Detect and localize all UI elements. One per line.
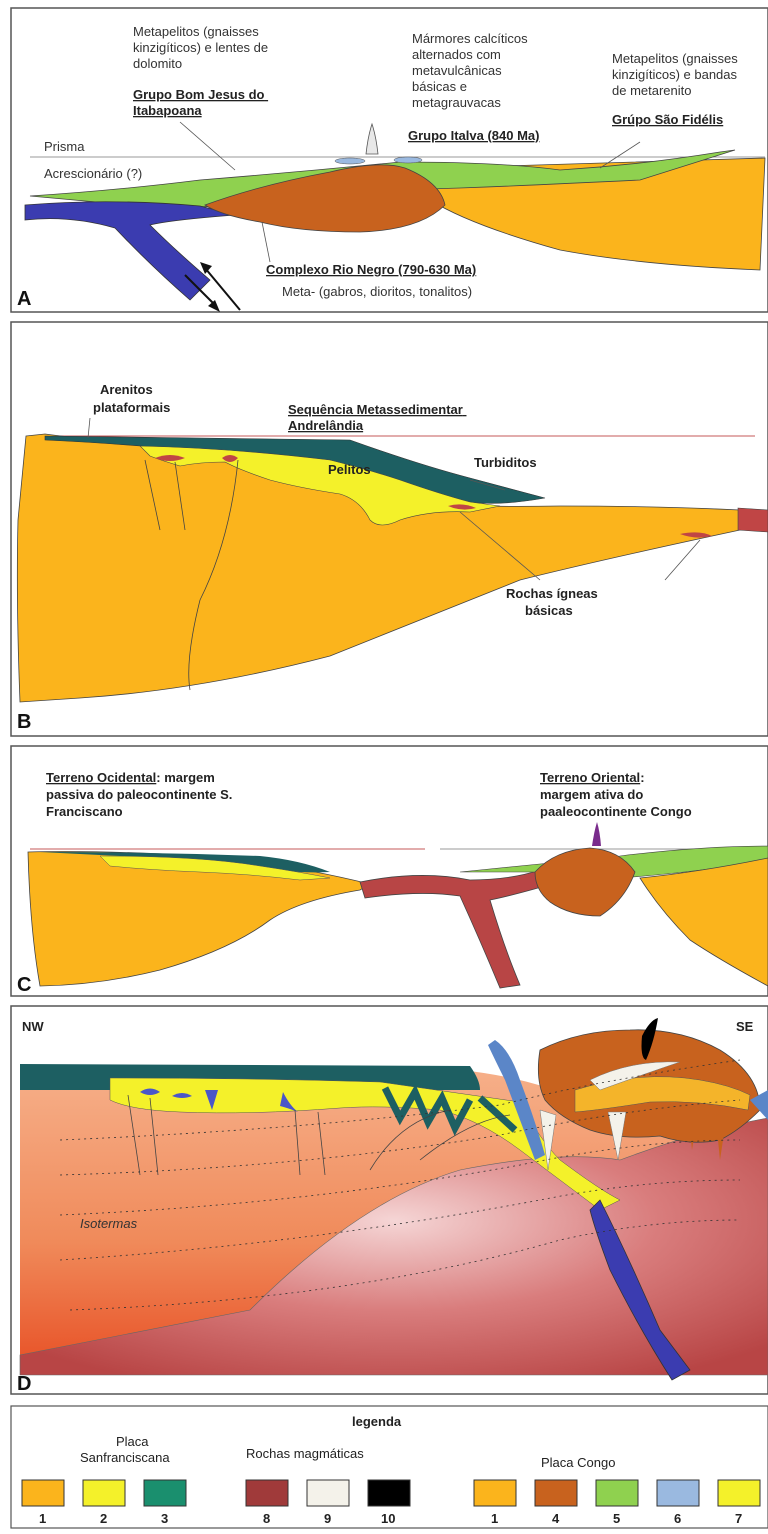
- label-acrescionario: Acrescionário (?): [44, 166, 142, 181]
- label-nw: NW: [22, 1019, 44, 1034]
- panel-b: Arenitos plataformais Sequência Metassed…: [11, 322, 768, 736]
- legend-title: legenda: [352, 1414, 402, 1429]
- legend-number: 6: [674, 1511, 681, 1526]
- legend-number: 7: [735, 1511, 742, 1526]
- panel-a: Metapelitos (gnaisses kinzigíticos) e le…: [11, 8, 768, 312]
- legend-number: 8: [263, 1511, 270, 1526]
- legend-swatch: [22, 1480, 64, 1506]
- legend-swatch: [307, 1480, 349, 1506]
- legend-number: 1: [491, 1511, 498, 1526]
- label-turbiditos: Turbiditos: [474, 455, 537, 470]
- label-pelitos: Pelitos: [328, 462, 371, 477]
- legend-swatch: [657, 1480, 699, 1506]
- legend-number: 2: [100, 1511, 107, 1526]
- legend-swatch: [535, 1480, 577, 1506]
- legend-number: 10: [381, 1511, 395, 1526]
- panel-letter-d: D: [17, 1373, 31, 1395]
- legend-number: 1: [39, 1511, 46, 1526]
- legend-number: 5: [613, 1511, 620, 1526]
- legend-swatch: [596, 1480, 638, 1506]
- label-isotermas: Isotermas: [80, 1216, 138, 1231]
- legend-swatch: [474, 1480, 516, 1506]
- legend-number: 9: [324, 1511, 331, 1526]
- panel-d: NW SE Isotermas D: [11, 1006, 768, 1395]
- panel-c: Terreno Ocidental: margem passiva do pal…: [11, 746, 768, 996]
- legend-swatch: [246, 1480, 288, 1506]
- legend-number: 3: [161, 1511, 168, 1526]
- legend-number: 4: [552, 1511, 560, 1526]
- label-meta: Meta- (gabros, dioritos, tonalitos): [282, 284, 472, 299]
- legend-swatch: [718, 1480, 760, 1506]
- panel-letter-b: B: [17, 711, 31, 733]
- label-prisma: Prisma: [44, 139, 85, 154]
- legend-group3-title: Placa Congo: [541, 1455, 615, 1470]
- marble-lens: [394, 157, 422, 163]
- panel-letter-a: A: [17, 288, 31, 310]
- legend-swatch: [83, 1480, 125, 1506]
- legend: legenda Placa Sanfranciscana Rochas magm…: [11, 1406, 768, 1528]
- legend-group2-title: Rochas magmáticas: [246, 1446, 364, 1461]
- legend-swatch: [368, 1480, 410, 1506]
- marble-lens: [335, 158, 365, 164]
- label-se: SE: [736, 1019, 754, 1034]
- label-rio-negro: Complexo Rio Negro (790-630 Ma): [266, 262, 476, 277]
- label-sao-fidelis-name: Grúpo São Fidélis: [612, 112, 723, 127]
- oceanic-crust: [738, 508, 768, 532]
- legend-swatch: [144, 1480, 186, 1506]
- label-italva: Grupo Italva (840 Ma): [408, 128, 539, 143]
- panel-letter-c: C: [17, 974, 31, 996]
